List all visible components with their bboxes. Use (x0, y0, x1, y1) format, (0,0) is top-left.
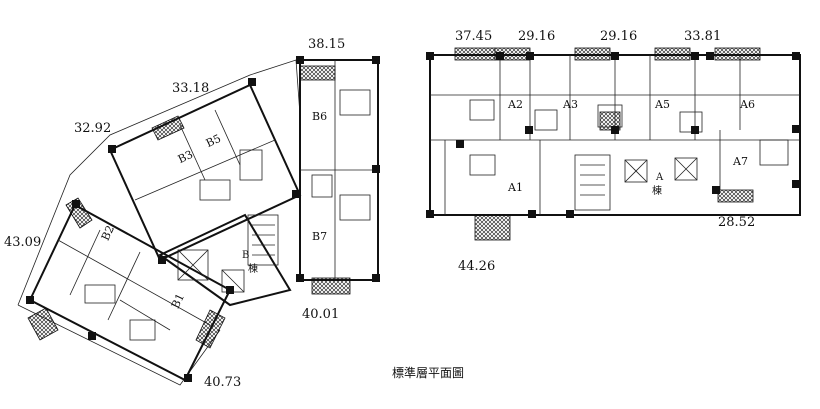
area-b5-label: 33.18 (172, 81, 209, 96)
unit-b2-label: B2 (99, 223, 117, 242)
unit-b1-label: B1 (169, 291, 187, 310)
unit-a5-label: A5 (654, 98, 670, 111)
unit-a7-label: A7 (732, 155, 748, 168)
unit-a6-label: A6 (739, 98, 755, 111)
unit-a1-label: A1 (507, 181, 523, 194)
building-a-label: A (655, 172, 664, 183)
area-b1-label: 40.73 (204, 375, 241, 390)
area-a2-label: 37.45 (455, 29, 492, 44)
building-a-suffix: 棟 (652, 184, 662, 197)
unit-b6-label: B6 (312, 110, 327, 123)
area-a6-label: 33.81 (684, 29, 721, 44)
area-a1-label: 44.26 (458, 259, 495, 274)
area-b3-label: 32.92 (74, 121, 111, 136)
building-b-label: B (242, 250, 249, 261)
area-b2-label: 43.09 (4, 235, 41, 250)
area-a3-label: 29.16 (518, 29, 555, 44)
building-b-plan (17, 56, 380, 386)
unit-b5-label: B5 (204, 132, 223, 150)
unit-a3-label: A3 (562, 98, 578, 111)
plan-caption: 標準層平面圖 (392, 365, 464, 380)
unit-b7-label: B7 (312, 230, 327, 243)
building-a-plan (426, 47, 801, 241)
unit-b3-label: B3 (176, 148, 195, 166)
unit-a2-label: A2 (507, 98, 523, 111)
building-b-suffix: 棟 (248, 262, 258, 275)
area-b6-label: 38.15 (308, 37, 345, 52)
area-a5-label: 29.16 (600, 29, 637, 44)
area-a7-label: 28.52 (718, 215, 755, 230)
area-b7-label: 40.01 (302, 307, 339, 322)
